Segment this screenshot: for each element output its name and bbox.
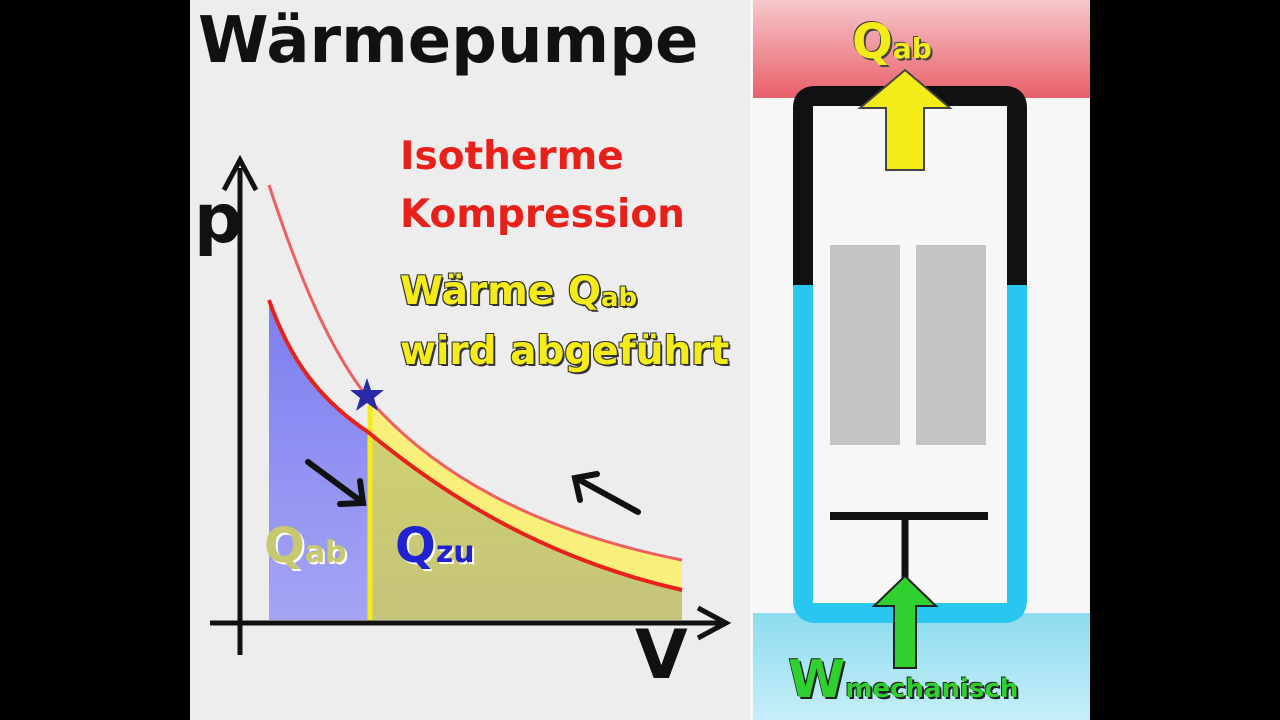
heat-out-q: Q [852, 14, 893, 70]
diagram-frame: Wärmepumpe Isotherme Kompression Wärme Q… [190, 0, 1090, 720]
page-title: Wärmepumpe [198, 4, 699, 78]
work-in-label: Wmechanisch [788, 650, 1018, 710]
region-label-q-zu: Qzu [395, 518, 475, 574]
heat-out-label: Qab [852, 14, 932, 70]
hot-reservoir [753, 0, 1090, 98]
heat-out-sub: ab [892, 32, 932, 65]
heat-note-line-2: wird abgeführt [400, 329, 730, 374]
v-axis-label: V [635, 616, 688, 695]
heat-note-q: Q [567, 269, 602, 314]
p-axis-arrow [221, 154, 259, 192]
lower-isotherm-curve [267, 299, 683, 592]
area-q-ab [269, 300, 368, 620]
process-line-1: Isotherme [400, 134, 624, 179]
cold-reservoir [753, 613, 1090, 720]
region-q-zu-sub: zu [435, 535, 475, 570]
state-point-star [350, 378, 384, 411]
work-in-sub: mechanisch [845, 674, 1019, 704]
process-line-2: Kompression [400, 192, 685, 237]
heat-note: Wärme Qab wird abgeführt [400, 264, 729, 380]
upper-isotherm-curve [267, 184, 683, 562]
process-name: Isotherme Kompression [400, 128, 685, 244]
regenerator-block-left [830, 245, 900, 445]
heat-note-line-1: Wärme Qab [400, 264, 729, 324]
region-q-ab-sub: ab [304, 535, 347, 570]
process-arrow-up-left [571, 471, 641, 515]
work-in-w: W [788, 650, 846, 710]
region-label-q-ab: Qab [264, 518, 347, 574]
heat-note-sub: ab [601, 283, 638, 313]
heat-out-arrow [857, 68, 953, 171]
region-q-zu-q: Q [395, 518, 436, 574]
diagram-canvas [210, 0, 1090, 720]
v-axis-arrow [696, 605, 732, 641]
p-axis-label: p [194, 180, 243, 259]
work-in-arrow [871, 574, 939, 669]
cylinder [793, 86, 1027, 623]
regenerator-block-right [916, 245, 986, 445]
area-q-zu [368, 432, 682, 620]
heat-note-prefix: Wärme [400, 269, 568, 314]
region-q-ab-q: Q [264, 518, 305, 574]
process-arrow-down-right [305, 459, 367, 507]
